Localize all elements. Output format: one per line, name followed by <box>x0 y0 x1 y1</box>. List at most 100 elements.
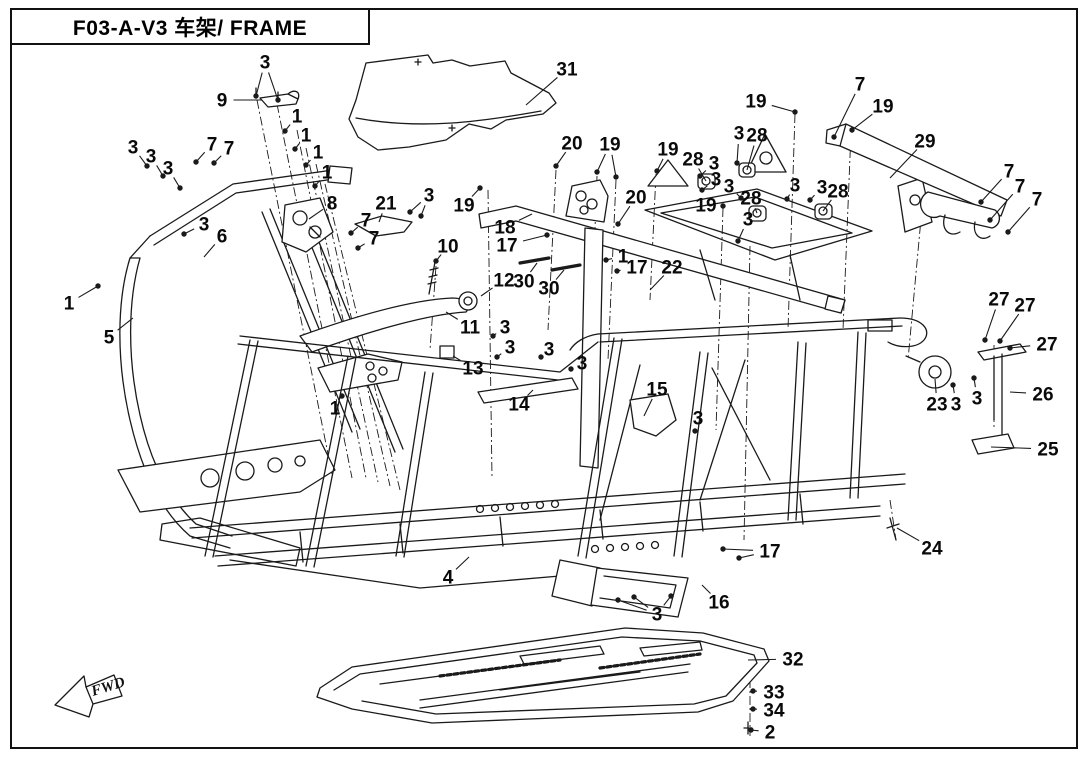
part-strips-30 <box>518 256 582 272</box>
fastener-dot <box>692 428 698 434</box>
callout-28: 28 <box>746 126 767 147</box>
part-skid-plate-32 <box>316 627 770 724</box>
leader-line <box>633 596 649 608</box>
callout-7: 7 <box>369 229 380 250</box>
fastener-dot <box>971 375 977 381</box>
fastener-dot <box>348 230 354 236</box>
leader-line <box>896 527 920 542</box>
leader-line <box>117 317 134 331</box>
fastener-dot <box>807 197 813 203</box>
fastener-dot <box>494 354 500 360</box>
callout-32: 32 <box>782 650 803 671</box>
leader-line <box>617 205 631 225</box>
callout-3: 3 <box>709 154 720 175</box>
leader-line <box>596 153 606 173</box>
callout-3: 3 <box>951 395 962 416</box>
callout-28: 28 <box>682 150 703 171</box>
leader-line <box>522 234 548 242</box>
callout-31: 31 <box>556 60 578 81</box>
leader-line <box>527 389 534 396</box>
fastener-dot <box>734 160 740 166</box>
fastener-dot <box>978 199 984 205</box>
callout-3: 3 <box>817 178 828 199</box>
callout-13: 13 <box>462 359 483 380</box>
callout-18: 18 <box>494 218 515 239</box>
leader-line <box>480 287 493 297</box>
callout-29: 29 <box>914 132 935 153</box>
leader-line <box>851 113 873 131</box>
part-rear-carrier-29 <box>825 123 1008 239</box>
part-hardware-right <box>886 343 1027 541</box>
part-main-chassis <box>189 317 928 589</box>
leader-line <box>771 104 796 113</box>
callout-11: 11 <box>460 318 481 339</box>
callout-1: 1 <box>330 399 341 420</box>
leader-line <box>529 262 538 273</box>
fastener-dot <box>177 185 183 191</box>
fastener-dot <box>181 231 187 237</box>
callout-1: 1 <box>322 163 333 184</box>
callout-7: 7 <box>855 75 866 96</box>
callout-1: 1 <box>301 126 312 147</box>
fastener-dot <box>355 245 361 251</box>
callout-15: 15 <box>646 380 668 401</box>
fastener-dot <box>418 213 424 219</box>
leader-line <box>999 313 1020 342</box>
callout-7: 7 <box>1032 190 1043 211</box>
callout-19: 19 <box>872 97 893 118</box>
fastener-dot <box>849 127 855 133</box>
callout-3: 3 <box>505 338 516 359</box>
leader-line <box>445 311 459 320</box>
title-box: F03-A-V3 车架/ FRAME <box>10 8 370 45</box>
callout-3: 3 <box>734 124 745 145</box>
fastener-dot <box>603 257 609 263</box>
leader-line <box>308 208 324 220</box>
leader-line <box>1009 345 1031 349</box>
callout-7: 7 <box>224 139 235 160</box>
callout-34: 34 <box>763 701 785 722</box>
callout-28: 28 <box>827 182 848 203</box>
fastener-dot <box>303 162 309 168</box>
fastener-dot <box>735 238 741 244</box>
callout-12: 12 <box>493 271 514 292</box>
fastener-dot <box>544 232 550 238</box>
part-top-plate-31 <box>348 54 557 151</box>
callout-26: 26 <box>1032 385 1053 406</box>
callout-8: 8 <box>327 194 338 215</box>
callout-3: 3 <box>790 176 801 197</box>
fastener-dot <box>490 333 496 339</box>
callout-27: 27 <box>988 290 1009 311</box>
callout-5: 5 <box>104 328 115 349</box>
fastener-dot <box>160 173 166 179</box>
callout-3: 3 <box>199 215 210 236</box>
fastener-dot <box>631 594 637 600</box>
fastener-dot <box>253 93 259 99</box>
fastener-dot <box>668 593 674 599</box>
callout-19: 19 <box>599 135 620 156</box>
callout-17: 17 <box>759 542 780 563</box>
fastener-dot <box>738 195 744 201</box>
part-front-frame <box>117 165 478 567</box>
callout-20: 20 <box>561 134 582 155</box>
callout-21: 21 <box>375 194 397 215</box>
leader-line <box>984 309 996 341</box>
leader-line <box>701 584 711 594</box>
callout-23: 23 <box>926 395 947 416</box>
fastener-dot <box>594 169 600 175</box>
callout-19: 19 <box>453 196 474 217</box>
leader-line <box>989 193 1014 221</box>
fastener-dot <box>982 337 988 343</box>
fastener-dot <box>997 338 1003 344</box>
leader-line <box>649 275 665 291</box>
callout-1: 1 <box>313 143 324 164</box>
fastener-dot <box>553 163 559 169</box>
leader-line <box>736 143 739 164</box>
fastener-dot <box>211 160 217 166</box>
callout-10: 10 <box>437 237 458 258</box>
fastener-dot <box>613 174 619 180</box>
fastener-dot <box>407 209 413 215</box>
fastener-dot <box>193 159 199 165</box>
